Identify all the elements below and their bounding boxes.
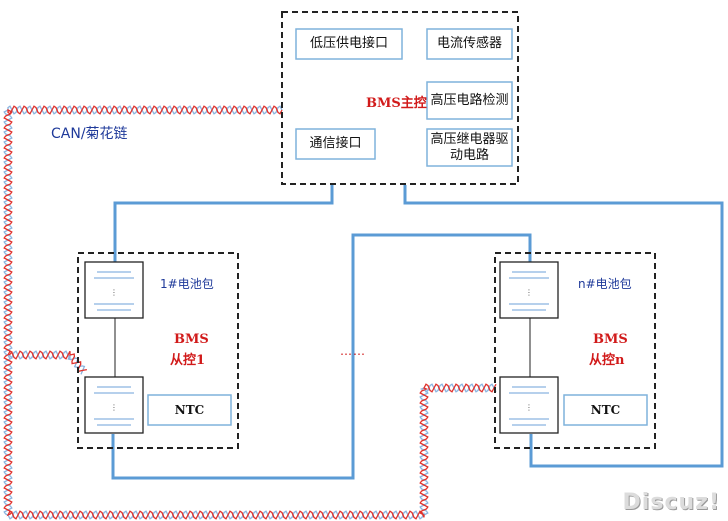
- slave-1-title-line2: 从控1: [170, 353, 206, 368]
- bms-slave-1-box: [77, 252, 239, 449]
- can-twisted-pair: [3, 105, 497, 520]
- ellipsis-more-packs: ……: [340, 344, 366, 358]
- bms-master-title: BMS主控: [366, 96, 427, 111]
- current-sensor-label: 电流传感器: [436, 36, 502, 51]
- hv-detection-label: 高压电路检测: [430, 92, 509, 108]
- battery-cell-module: ⋮: [84, 261, 144, 319]
- svg-text:⋮: ⋮: [525, 403, 533, 412]
- current-sensor-box: [426, 28, 513, 60]
- can-bus-wire: [3, 105, 497, 520]
- pack-1-label: 1#电池包: [160, 277, 214, 291]
- hv-relay-driver-box: [426, 128, 513, 167]
- svg-text:⋮: ⋮: [110, 403, 118, 412]
- ntc-label-n: NTC: [590, 403, 621, 417]
- bms-slave-n-box: [494, 252, 656, 449]
- pack-n-label: n#电池包: [578, 277, 632, 291]
- comm-interface-label: 通信接口: [309, 136, 362, 151]
- can-bus-label: CAN/菊花链: [51, 126, 128, 142]
- can-twisted-pair: [3, 105, 497, 520]
- bms-master-box: [281, 11, 519, 185]
- battery-cell-module: ⋮: [84, 376, 144, 434]
- hv-detection-box: [426, 81, 513, 120]
- battery-cell-module: ⋮: [499, 261, 559, 319]
- svg-text:⋮: ⋮: [525, 288, 533, 297]
- ntc-box-n: [563, 394, 648, 426]
- comm-interface-box: [295, 128, 376, 160]
- lv-power-interface-box: [295, 28, 403, 60]
- can-twisted-pair: [7, 350, 88, 373]
- hv-relay-driver-label: 高压继电器驱动电路: [430, 131, 509, 163]
- battery-cell-module: ⋮: [499, 376, 559, 434]
- slave-n-title-line1: BMS: [593, 332, 628, 347]
- slave-1-title-line1: BMS: [174, 332, 209, 347]
- hv-loop-line: [111, 185, 724, 480]
- discuz-watermark: Discuz!: [622, 490, 720, 515]
- svg-text:⋮: ⋮: [110, 288, 118, 297]
- ntc-box-1: [147, 394, 232, 426]
- lv-power-interface-label: 低压供电接口: [309, 36, 388, 51]
- slave-n-title-line2: 从控n: [589, 353, 625, 368]
- ntc-label-1: NTC: [174, 403, 205, 417]
